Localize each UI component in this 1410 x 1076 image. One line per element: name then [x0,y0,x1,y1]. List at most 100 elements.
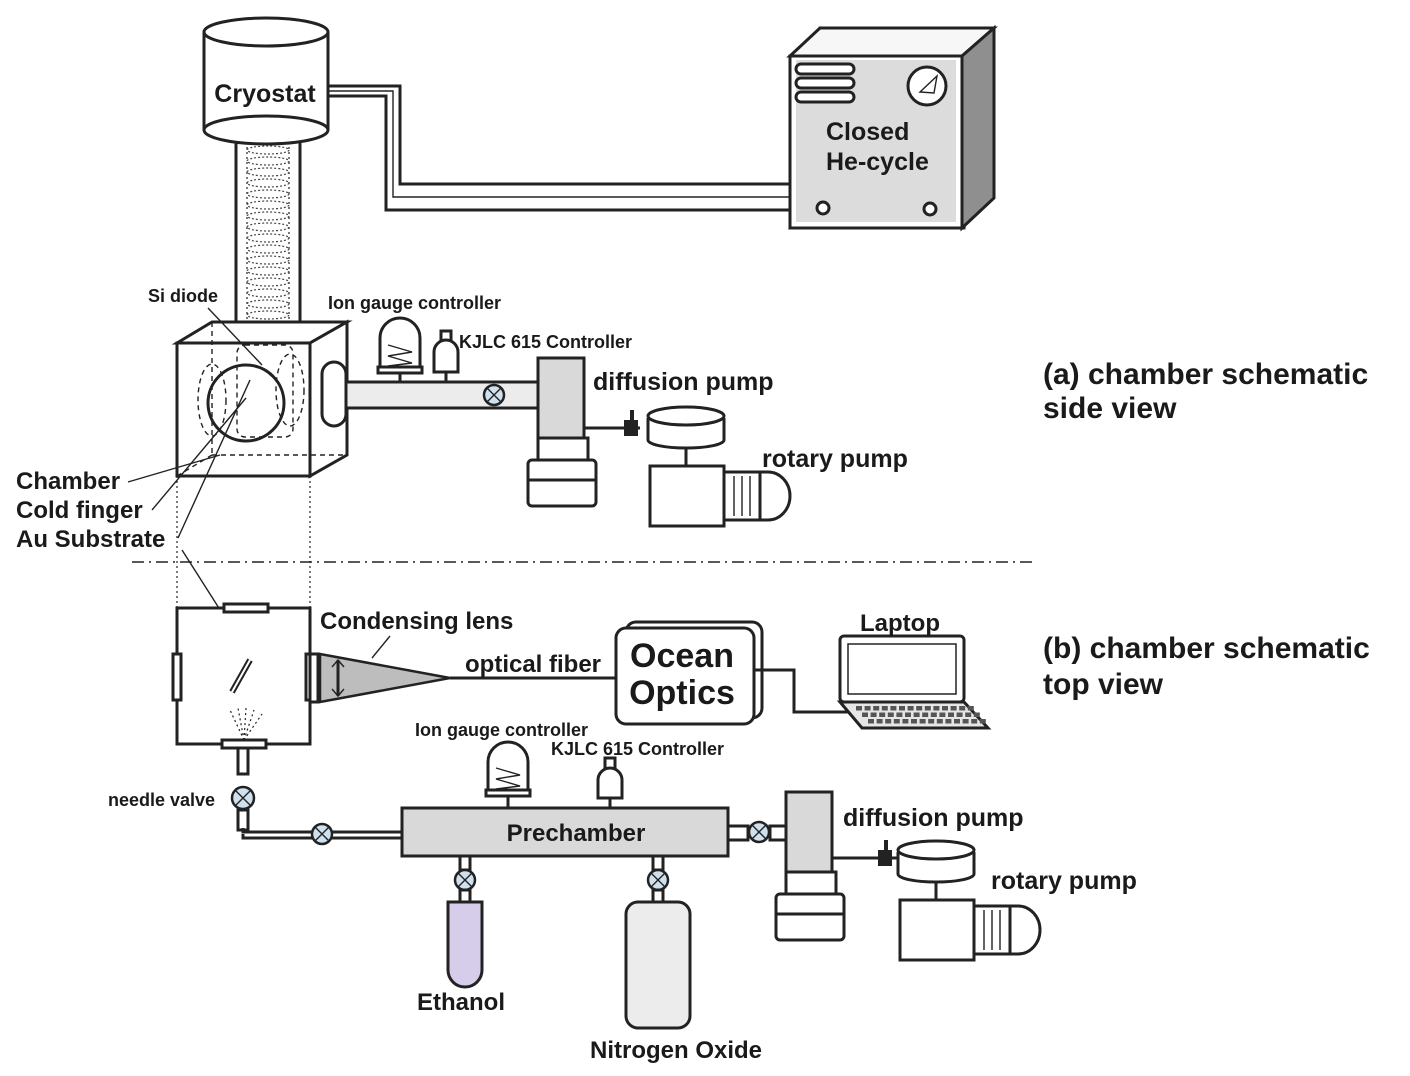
needle-valve [230,746,402,846]
laptop-key [864,706,871,711]
caption-a-1: (a) chamber schematic [1043,358,1368,391]
laptop-keyboard [856,706,986,724]
laptop-key [856,706,862,711]
laptop-key [913,712,920,717]
si-diode-label: Si diode [148,286,218,306]
coil-ring [246,244,290,254]
kjlc-sensor-icon [432,329,460,382]
laptop-key [868,719,874,724]
pump-icon-top [896,839,1042,962]
coil-ring [246,255,290,265]
laptop-key [945,719,952,724]
he-cycle-label-2: He-cycle [826,148,929,176]
coil-ring [246,178,290,188]
coil-ring [246,233,290,243]
rotary-pump-label-side: rotary pump [762,445,908,473]
laptop-key [885,719,892,724]
laptop-icon [836,634,992,730]
laptop-key [876,719,883,724]
laptop-key [899,706,905,711]
cold-finger-label: Cold finger [16,497,143,524]
laptop-label: Laptop [860,610,940,637]
coil-ring [246,288,290,298]
laptop-key [942,706,948,711]
diffusion-pump-label-side: diffusion pump [593,368,774,396]
laptop-key [959,706,966,711]
laptop-key [881,706,888,711]
prechamber-label: Prechamber [507,820,646,847]
valve-icon [482,383,506,407]
coil-ring [246,189,290,199]
ethanol-label: Ethanol [417,989,505,1016]
laptop-key [954,719,960,724]
coil-ring [246,222,290,232]
coil-ring [246,266,290,276]
kjlc-label-top: KJLC 615 Controller [551,739,724,759]
laptop-key [911,719,917,724]
cryostat-label: Cryostat [214,80,316,108]
au-substrate-label: Au Substrate [16,526,165,553]
chamber-top [171,602,316,750]
caption-b-1: (b) chamber schematic [1043,632,1370,665]
laptop-key [973,712,980,717]
kjlc-sensor-top [596,756,624,808]
laptop-key [902,719,909,724]
needle-valve-label: needle valve [108,790,215,810]
laptop-key [948,712,954,717]
nitrogen-oxide-label: Nitrogen Oxide [590,1037,762,1064]
laptop-key [928,719,935,724]
laptop-key [933,706,940,711]
coil-ring [246,145,290,155]
lens-icon [308,652,451,704]
laptop-key [979,719,986,724]
ethanol-cylinder [446,854,484,989]
caption-b-2: top view [1043,668,1164,701]
laptop-key [873,706,880,711]
ion-gauge-label-top: Ion gauge controller [415,720,588,740]
laptop-key [936,719,943,724]
laptop-key [950,706,957,711]
prechamber: Prechamber [400,806,730,858]
laptop-key [870,712,877,717]
laptop-key [956,712,963,717]
side-pipe [344,380,540,410]
laptop-key [893,719,900,724]
coil-ring [246,299,290,309]
chamber-cube [171,319,353,479]
chamber-label: Chamber [16,468,120,495]
ion-gauge-label-side: Ion gauge controller [328,293,501,313]
laptop-key [896,712,903,717]
gauge-icon-top [484,740,532,808]
optics-label: Optics [629,674,735,712]
caption-a-2: side view [1043,392,1177,425]
ocean-optics-spectrometer: Ocean Optics [614,620,764,726]
cryostat: Cryostat [202,16,330,146]
laptop-key [890,706,897,711]
pump-icon [646,405,792,528]
he-cycle-compressor: Closed He-cycle [786,24,998,232]
laptop-key [919,719,926,724]
laptop-key [971,719,978,724]
laptop-key [965,712,972,717]
laptop-key [962,719,969,724]
optical-fiber-label: optical fiber [465,651,601,678]
diffusion-pump-label-top: diffusion pump [843,804,1024,832]
he-cycle-label-1: Closed [826,118,909,146]
coil-ring [246,156,290,166]
gauge-icon [376,316,424,382]
diffusion-pump-top [726,790,900,942]
laptop-key [930,712,937,717]
laptop-key [922,712,929,717]
laptop-key [924,706,931,711]
coil-ring [246,167,290,177]
ocean-label: Ocean [630,637,734,675]
laptop-key [887,712,894,717]
coil-ring [246,211,290,221]
nitrogen-oxide-cylinder [624,854,692,1030]
laptop-key [907,706,914,711]
diffusion-pump-side [526,356,640,508]
condensing-lens-label: Condensing lens [320,608,513,635]
coil-ring [246,310,290,320]
kjlc-label-side: KJLC 615 Controller [459,332,632,352]
